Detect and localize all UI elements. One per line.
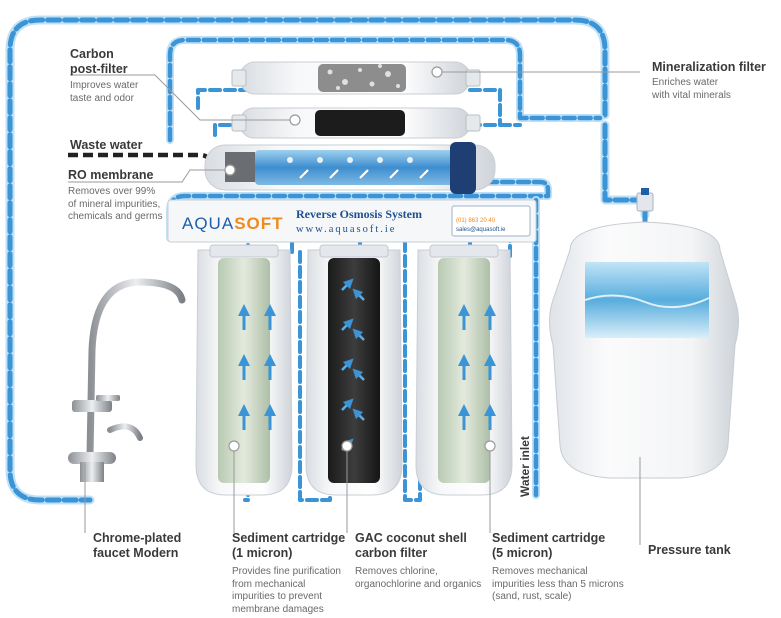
carbon-post-filter-title-1: Carbon [70,47,114,61]
gac-title-2: carbon filter [355,546,428,560]
sediment-1-desc-4: membrane damages [232,603,324,615]
email-text: sales@aquasoft.ie [456,227,506,233]
label-ro-membrane: RO membrane Removes over 99% of mineral … [68,168,162,224]
carbon-post-filter [231,107,481,139]
mineralization-filter-title: Mineralization filter [652,60,766,74]
label-faucet: Chrome-plated faucet Modern [93,531,181,561]
carbon-post-filter-desc-2: taste and odor [70,92,134,104]
water-inlet-label: Water inlet [518,436,532,497]
phone-text: (01) 863 20 40 [456,218,496,224]
carbon-flow-arrows [341,278,365,451]
sediment-1-desc-1: Provides fine purification [232,566,341,577]
ro-membrane-desc-2: of mineral impurities, [68,198,161,210]
gac-desc-1: Removes chlorine, [355,566,438,577]
unit-panel [167,199,537,243]
label-waste-water: Waste water [70,138,142,153]
label-pressure-tank: Pressure tank [648,543,731,558]
logo-text-soft: SOFT [234,214,284,233]
sediment-5-desc-1: Removes mechanical [492,566,588,577]
carbon-post-filter-desc-1: Improves water [70,80,139,91]
sediment-1-desc-2: from mechanical [232,578,306,590]
ro-membrane-title: RO membrane [68,168,154,182]
website-text: www.aquasoft.ie [296,224,397,235]
sediment-1-title-2: (1 micron) [232,546,293,560]
gac-desc-2: organochlorine and organics [355,578,482,590]
system-title: Reverse Osmosis System [296,207,422,221]
waste-water-title: Waste water [70,138,143,152]
ro-membrane [204,142,496,194]
gac-carbon-filter [305,244,403,496]
faucet-title-1: Chrome-plated [93,531,182,545]
label-gac-filter: GAC coconut shell carbon filter Removes … [355,531,481,591]
faucet [68,278,186,482]
pressure-tank-title: Pressure tank [648,543,731,557]
sediment-5-desc-3: (sand, rust, scale) [492,591,572,602]
sediment-5-desc-2: impurities less than 5 microns [492,578,624,590]
carbon-post-filter-title-2: post-filter [70,62,128,76]
pressure-tank [549,188,739,479]
logo-text-aqua: AQUA [182,214,235,233]
label-mineralization-filter: Mineralization filter Enriches water wit… [652,60,766,102]
ro-membrane-desc-3: chemicals and germs [68,211,163,222]
sediment-1-desc-3: impurities to prevent [232,591,323,602]
label-sediment-5-micron: Sediment cartridge (5 micron) Removes me… [492,531,624,604]
cartridge-flow-arrows [238,304,496,430]
sediment-5-title-2: (5 micron) [492,546,553,560]
ro-membrane-desc-1: Removes over 99% [68,186,156,197]
mineralization-filter-desc-2: with vital minerals [652,89,731,101]
sediment-1-title-1: Sediment cartridge [232,531,346,545]
flow-line-post-filters [196,88,522,137]
brand-logo: AQUASOFT [182,214,284,234]
gac-title-1: GAC coconut shell [355,531,467,545]
mineralization-filter-desc-1: Enriches water [652,77,719,88]
label-carbon-post-filter: Carbon post-filter Improves water taste … [70,47,138,105]
leader-lines [68,71,641,545]
faucet-title-2: faucet Modern [93,546,179,560]
sediment-5-title-1: Sediment cartridge [492,531,606,545]
label-sediment-1-micron: Sediment cartridge (1 micron) Provides f… [232,531,345,616]
mineralization-filter [231,61,481,95]
